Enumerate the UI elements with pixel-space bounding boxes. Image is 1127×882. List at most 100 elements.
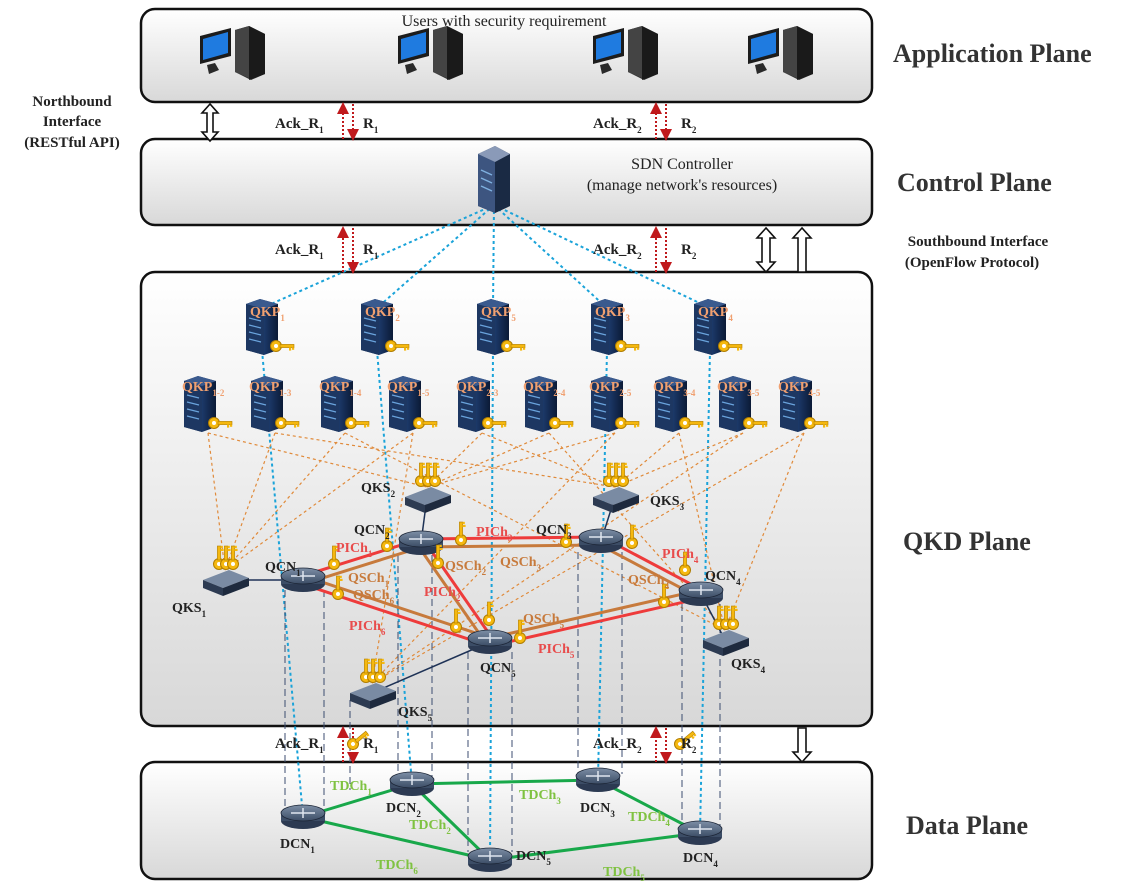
qkp-label: QKP2 — [365, 305, 400, 323]
qkp-pair-label: QKP3-5 — [717, 380, 760, 398]
key-icon — [345, 417, 370, 429]
qsch-label-base: QSCh — [628, 573, 665, 588]
qkp-pair-label-base: QKP — [249, 380, 280, 395]
pich-label-subscript: 2 — [456, 593, 461, 603]
qkp-pair-label: QKP1-3 — [249, 380, 292, 398]
qkp-pair-label-subscript: 2-5 — [619, 388, 631, 398]
qkp-pair-label-base: QKP — [182, 380, 213, 395]
qsch-label: QSCh3 — [500, 555, 542, 573]
qkp-pair-label: QKP1-2 — [182, 380, 225, 398]
dcn-label-base: DCN — [683, 851, 713, 866]
qcn-label-subscript: 5 — [511, 669, 516, 679]
qkp-server-icon — [591, 299, 623, 355]
qsch-label: QSCh4 — [628, 573, 670, 591]
controller-description: (manage network's resources) — [587, 177, 777, 194]
qsch-label-subscript: 6 — [390, 596, 395, 606]
key-icon — [804, 417, 829, 429]
channel-key-icon — [455, 521, 467, 546]
qkp-pair-label-base: QKP — [717, 380, 748, 395]
dcn-label-subscript: 4 — [713, 859, 718, 869]
ack-request-label: Ack_R2 — [593, 242, 642, 261]
tdch-label-base: TDCh — [409, 818, 447, 833]
qkp-label-subscript: 4 — [728, 313, 733, 323]
qsch-label-subscript: 1 — [385, 579, 390, 589]
qsch-label: QSCh6 — [353, 588, 395, 606]
tdch-label-subscript: 1 — [367, 787, 372, 797]
pich-label-base: PICh — [662, 547, 694, 562]
qks-label-base: QKS — [172, 601, 202, 616]
request-arrows — [337, 102, 672, 764]
qkp-server-icon — [694, 299, 726, 355]
qkp-pair-label: QKP2-5 — [589, 380, 632, 398]
key-icon — [413, 417, 438, 429]
tdch-label: TDCh1 — [330, 779, 372, 797]
qkd-data-double-arrow — [791, 727, 813, 764]
request-label: R1 — [363, 116, 379, 135]
northbound-double-arrow — [200, 102, 220, 143]
qkp-pair-server-icon — [184, 376, 216, 432]
channel-key-icon — [626, 524, 638, 549]
qkp-label-base: QKP — [481, 305, 512, 320]
qkp-label: QKP3 — [595, 305, 630, 323]
channel-key-icon — [332, 575, 344, 600]
qks-label-base: QKS — [731, 657, 761, 672]
qcn-label-base: QCN — [480, 661, 511, 676]
pich-label-base: PICh — [424, 585, 456, 600]
tdch-label: TDCh6 — [376, 858, 418, 876]
channel-key-icon — [450, 608, 462, 633]
user-computer-icon — [593, 26, 658, 80]
pich-label: PICh1 — [336, 541, 373, 559]
dcn-label-subscript: 1 — [310, 845, 315, 855]
qks-label-subscript: 3 — [680, 502, 685, 512]
qcn-label-base: QCN — [705, 569, 736, 584]
channel-key-icon — [658, 583, 670, 608]
channel-key-icon — [432, 544, 444, 569]
tdch-label-subscript: 4 — [665, 818, 670, 828]
qkp-pair-label-base: QKP — [387, 380, 418, 395]
pich-label: PICh6 — [349, 619, 386, 637]
tdch-label: TDCh5 — [603, 865, 645, 882]
southbound-double-arrow — [755, 226, 777, 274]
qks-label: QKS2 — [361, 481, 396, 499]
qkp-pair-server-icon — [780, 376, 812, 432]
key-icon — [270, 340, 295, 352]
qcn-nodes — [280, 528, 724, 654]
pich-label-base: PICh — [336, 541, 368, 556]
northbound-interface-label: Northbound Interface (RESTful API) — [24, 94, 119, 151]
request-label: R2 — [681, 116, 697, 135]
key-icon — [727, 605, 739, 630]
key-icon — [718, 340, 743, 352]
plane-vertical-links — [284, 552, 721, 852]
qcn-router-icon — [398, 530, 444, 555]
qkp-pair-label-base: QKP — [456, 380, 487, 395]
key-icon — [743, 417, 768, 429]
qkp-pair-label-subscript: 2-4 — [553, 388, 565, 398]
dcn-router-icon — [677, 820, 723, 845]
request-label-subscript: 2 — [692, 745, 697, 755]
qks-label-subscript: 2 — [391, 489, 396, 499]
qkp-pair-label-subscript: 1-3 — [279, 388, 291, 398]
application-plane-box — [139, 7, 874, 104]
request-label-subscript: 2 — [692, 251, 697, 261]
qsch-label-subscript: 2 — [482, 567, 487, 577]
qcn-label: QCN3 — [536, 523, 572, 541]
channel-keys — [328, 521, 697, 750]
pich-label: PICh5 — [538, 642, 575, 660]
qsch-label-subscript: 4 — [665, 581, 670, 591]
dcn-router-icon — [280, 804, 326, 829]
qcn-label-subscript: 3 — [567, 531, 572, 541]
request-label-subscript: 1 — [374, 251, 379, 261]
request-label-subscript: 1 — [374, 745, 379, 755]
tdch-label-base: TDCh — [519, 788, 557, 803]
users-group — [200, 26, 813, 80]
control-plane-label: Control Plane — [897, 168, 1052, 197]
qsch-label-base: QSCh — [353, 588, 390, 603]
tdch-label-subscript: 6 — [413, 866, 418, 876]
user-computer-icon — [748, 26, 813, 80]
ack-request-label-subscript: 1 — [319, 251, 324, 261]
qkp-pair-label-subscript: 3-5 — [747, 388, 759, 398]
tdch-label: TDCh2 — [409, 818, 451, 836]
qsch-label-base: QSCh — [500, 555, 537, 570]
qkp-pair-label: QKP2-4 — [523, 380, 566, 398]
